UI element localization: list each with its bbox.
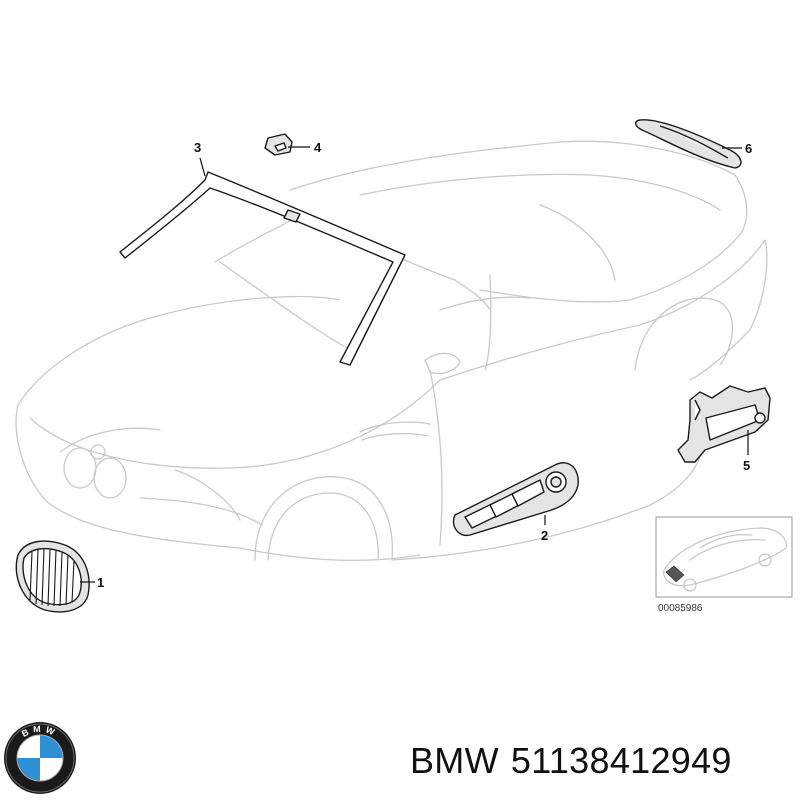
part-6-brake-light [635, 119, 742, 169]
inset-thumbnail: 00085986 [655, 516, 793, 614]
callout-4: 4 [314, 140, 322, 155]
callout-2: 2 [541, 528, 548, 543]
part-1-kidney-grille [15, 540, 90, 613]
callout-5: 5 [743, 458, 750, 473]
footer-brand-line: BMW 51138412949 [410, 740, 744, 782]
bmw-logo: BMW [4, 722, 76, 794]
part-4-clip [264, 133, 293, 156]
callout-labels: 1 2 3 4 5 6 [97, 140, 752, 590]
part-5-door-handle [677, 385, 771, 463]
callout-6: 6 [745, 141, 752, 156]
part-3-windshield-molding [119, 171, 406, 366]
footer-brand: BMW [410, 740, 499, 781]
callout-1: 1 [97, 575, 104, 590]
inset-code: 00085986 [658, 603, 703, 614]
part-2-side-gill [452, 462, 579, 537]
car-outline [15, 140, 768, 561]
footer-part-number: 51138412949 [510, 740, 732, 781]
leader-lines [80, 146, 749, 583]
callout-3: 3 [194, 140, 201, 155]
